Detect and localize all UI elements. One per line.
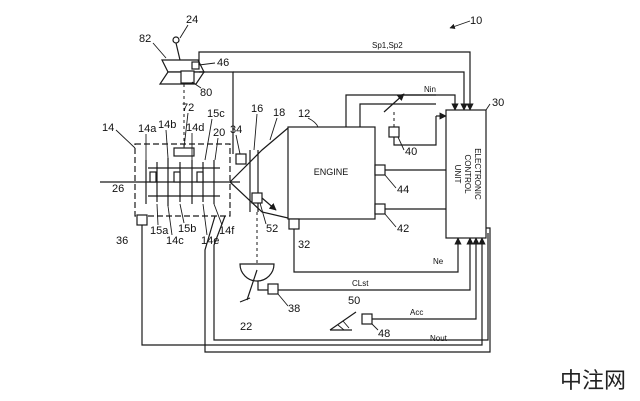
ref-10: 10 [470, 15, 482, 27]
ref-32: 32 [298, 239, 310, 251]
ref-72: 72 [182, 102, 194, 114]
ref-14f: 14f [219, 225, 235, 237]
signal-line-sp [198, 51, 474, 111]
ref-12: 12 [298, 108, 310, 120]
ref-50: 50 [348, 295, 360, 307]
ref-15c: 15c [207, 108, 225, 120]
ref-38: 38 [288, 303, 300, 315]
ref-20: 20 [213, 127, 225, 139]
ecu-label-line2: CONTROL [463, 154, 472, 194]
ref-36: 36 [116, 235, 128, 247]
signal-clst: CLst [352, 279, 369, 288]
sensor-34 [235, 153, 247, 165]
electronic-control-unit: ELECTRONIC CONTROL UNIT [445, 109, 487, 239]
intake-pipe [345, 93, 436, 127]
ref-44: 44 [397, 184, 409, 196]
sensor-32 [288, 218, 300, 230]
ref-34: 34 [230, 124, 242, 136]
engine-label: ENGINE [314, 167, 349, 177]
gear-set [145, 158, 215, 206]
signal-line-40 [393, 116, 437, 146]
signal-sp: Sp1,Sp2 [372, 41, 403, 50]
ref-24: 24 [186, 14, 198, 26]
ecu-label-line1: ELECTRONIC [473, 148, 482, 200]
accelerator-pedal [329, 311, 373, 331]
signal-nin: Nin [424, 85, 436, 94]
ref-22: 22 [240, 321, 252, 333]
harness-outer [204, 215, 491, 353]
signal-nout: Nout [430, 334, 448, 343]
signal-line-acc [372, 237, 480, 320]
ref-15a: 15a [150, 225, 169, 237]
ref-26: 26 [112, 183, 124, 195]
sensor-36 [136, 214, 148, 226]
engine-block: ENGINE [287, 126, 376, 220]
ref-82: 82 [139, 33, 151, 45]
signal-line-nout [141, 225, 486, 346]
signal-acc: Acc [410, 308, 423, 317]
clutch-actuator-52 [251, 192, 277, 211]
ref-16: 16 [251, 103, 263, 115]
ref-52: 52 [266, 223, 278, 235]
ref-14b: 14b [158, 119, 176, 131]
clutch-pedal [239, 212, 279, 303]
ref-15b: 15b [178, 223, 196, 235]
ref-30: 30 [492, 97, 504, 109]
clutch [229, 127, 289, 219]
ref-40: 40 [405, 146, 417, 158]
ref-14a: 14a [138, 123, 157, 135]
sensor-40 [388, 111, 400, 138]
ref-18: 18 [273, 107, 285, 119]
ref-14: 14 [102, 122, 114, 134]
shift-lever [158, 36, 206, 85]
watermark-text: 中注网 [559, 369, 626, 394]
ref-48: 48 [378, 328, 390, 340]
sensor-44 [374, 164, 386, 176]
harness-inner [213, 215, 489, 341]
ref-46: 46 [217, 57, 229, 69]
ref-14d: 14d [186, 122, 204, 134]
ref-14c: 14c [166, 235, 184, 247]
ecu-label-line3: UNIT [453, 165, 462, 184]
sensor-42 [374, 203, 386, 215]
transmission [100, 143, 240, 217]
signal-line-ne [293, 229, 462, 273]
ref-80: 80 [200, 87, 212, 99]
signal-ne: Ne [433, 257, 444, 266]
ref-42: 42 [397, 223, 409, 235]
